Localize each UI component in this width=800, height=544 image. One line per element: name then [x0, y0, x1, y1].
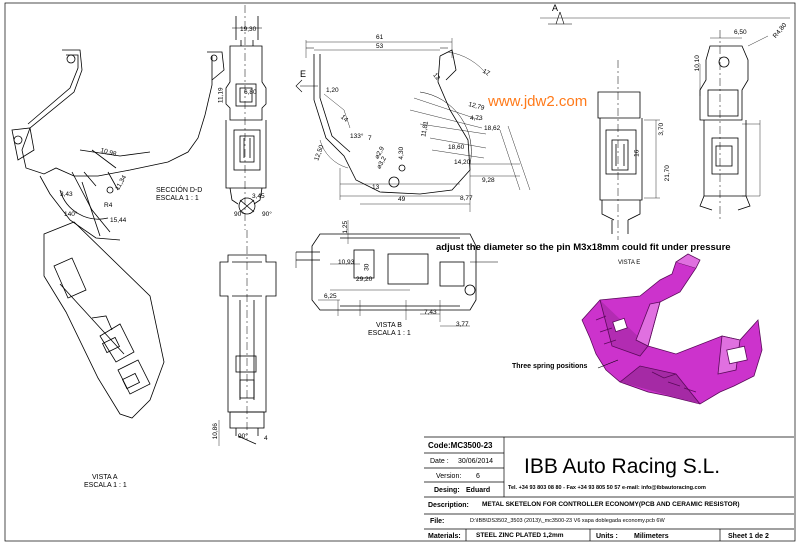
- dim-4: 4: [264, 435, 268, 442]
- dim-140-deg: 140°: [64, 211, 78, 218]
- vista-a-title: VISTA A: [92, 474, 118, 481]
- dim-18-62: 18,62: [484, 125, 501, 132]
- vista-b-scale: ESCALA 1 : 1: [368, 330, 411, 337]
- dim-4-73: 4,73: [470, 115, 483, 122]
- dim-6-25: 6,25: [324, 293, 337, 300]
- company-name: IBB Auto Racing S.L.: [524, 455, 721, 478]
- title-version-value: 6: [476, 473, 480, 480]
- title-design-label: Desing:: [434, 487, 460, 494]
- dim-16: 16: [633, 149, 641, 157]
- view-arrow-a-label: A: [552, 3, 559, 13]
- flat-pattern-view: [43, 221, 165, 419]
- vista-a-scale: ESCALA 1 : 1: [84, 482, 127, 489]
- bracket-side-view: [11, 49, 225, 241]
- title-version-label: Version:: [436, 473, 462, 480]
- dim-7-43: 7,43: [424, 309, 437, 316]
- description-label: Description:: [428, 502, 469, 509]
- dim-13: 13: [372, 184, 380, 191]
- dim-3-45: 3,45: [252, 193, 265, 200]
- dim-29-20: 29,20: [356, 276, 373, 283]
- dim-15-44: 15,44: [110, 217, 127, 224]
- front-view-vertical: [225, 5, 267, 230]
- dim-4-30: 4,30: [398, 146, 406, 160]
- dim-1-20: 1,20: [326, 87, 339, 94]
- materials-value: STEEL ZINC PLATED 1,2mm: [476, 532, 564, 539]
- dim-10-93: 10,93: [338, 259, 355, 266]
- seccion-dd-scale: ESCALA 1 : 1: [156, 195, 199, 202]
- sheet-number: Sheet 1 de 2: [728, 533, 769, 540]
- isometric-part: [581, 253, 763, 405]
- dim-53: 53: [376, 43, 384, 50]
- dim-90-deg-a: 90°: [234, 211, 244, 218]
- dim-8-77: 8,77: [460, 195, 473, 202]
- watermark-text: www.jdw2.com: [488, 93, 588, 110]
- dim-6-80: 6,80: [244, 89, 257, 96]
- dim-r4: R4: [104, 202, 113, 209]
- dim-3-70: 3,70: [658, 122, 666, 136]
- dim-3-43: 3,43: [60, 191, 73, 198]
- dim-6-50: 6,50: [734, 29, 747, 36]
- dim-90-deg-c: 90°: [238, 433, 248, 440]
- dim-21-70: 21,70: [663, 165, 671, 182]
- title-code: Code:MC3500-23: [428, 441, 493, 450]
- units-label: Units :: [596, 533, 618, 540]
- front-view-lower: [218, 230, 277, 446]
- dim-1-25: 1,25: [342, 220, 350, 234]
- file-label: File:: [430, 518, 445, 525]
- view-arrow-e-label: E: [300, 69, 307, 79]
- spring-note: Three spring positions: [512, 363, 588, 370]
- dim-14-20: 14,20: [454, 159, 471, 166]
- title-date-value: 30/06/2014: [458, 458, 494, 465]
- dim-3-77: 3,77: [456, 321, 469, 328]
- vista-e-view: [699, 30, 769, 220]
- dim-18-60: 18,60: [448, 144, 465, 151]
- dim-30: 30: [363, 263, 371, 271]
- dim-61: 61: [376, 34, 384, 41]
- dim-19-30: 19,30: [240, 26, 257, 33]
- file-value: D:\IBB\DS3502_3503 (2013)\_mc3500-23 V6 …: [470, 518, 665, 524]
- vista-b-view: [295, 220, 498, 327]
- vista-b-title: VISTA B: [376, 322, 402, 329]
- title-date-label: Date :: [430, 458, 449, 465]
- dim-7: 7: [368, 135, 372, 142]
- title-design-value: Eduard: [466, 487, 491, 494]
- units-value: Milimeters: [634, 533, 669, 540]
- seccion-dd-title: SECCIÓN D-D: [156, 187, 203, 194]
- materials-label: Materials:: [428, 533, 461, 540]
- dim-49: 49: [398, 196, 406, 203]
- dim-10-86: 10,86: [211, 423, 219, 440]
- dim-133-deg: 133°: [350, 133, 364, 140]
- dim-90-deg-b: 90°: [262, 211, 272, 218]
- company-contact: Tel. +34 93 803 08 80 - Fax +34 93 805 5…: [508, 485, 706, 491]
- dim-10-10: 10,10: [693, 55, 701, 72]
- main-side-view: [295, 11, 790, 212]
- description-value: METAL SKETELON FOR CONTROLLER ECONOMY(PC…: [482, 501, 740, 508]
- right-view: [597, 60, 660, 240]
- dim-11-19: 11,19: [217, 87, 225, 104]
- vista-e-title: VISTA E: [618, 260, 641, 266]
- title-block-lines: [424, 436, 794, 541]
- pin-note: adjust the diameter so the pin M3x18mm c…: [436, 242, 731, 253]
- dim-9-28: 9,28: [482, 177, 495, 184]
